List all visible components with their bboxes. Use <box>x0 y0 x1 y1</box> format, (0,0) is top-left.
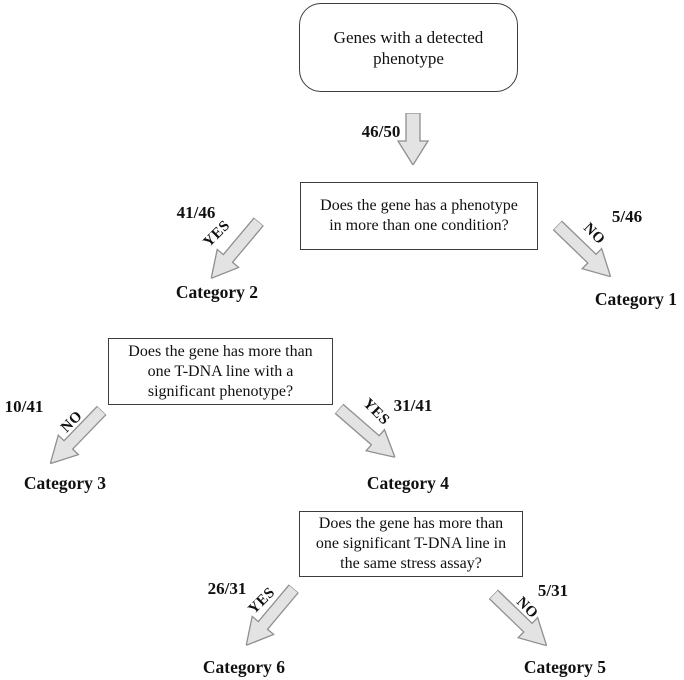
question-box-1: Does the gene has a phenotype in more th… <box>300 182 538 250</box>
branch-count: 41/46 <box>176 203 216 222</box>
branch-count: 5/46 <box>611 207 643 226</box>
category-label: Category 3 <box>23 473 107 493</box>
arrow-down-icon <box>396 113 430 165</box>
start-node-line: phenotype <box>373 48 444 68</box>
branch-count: 10/41 <box>4 397 44 416</box>
branch-count: 26/31 <box>207 579 247 598</box>
category-label: Category 2 <box>175 282 259 302</box>
question-line: one significant T-DNA line in <box>315 535 507 552</box>
question-box-2: Does the gene has more than one T-DNA li… <box>108 338 333 405</box>
question-line: Does the gene has more than <box>318 515 504 532</box>
question-box-3: Does the gene has more than one signific… <box>299 511 523 577</box>
root-flow-count: 46/50 <box>361 122 401 141</box>
start-node-line: Genes with a detected <box>333 27 484 47</box>
arrow-down-left-icon <box>40 400 113 474</box>
category-label: Category 5 <box>523 657 607 677</box>
arrow-down-right-icon <box>329 397 405 468</box>
question-line: Does the gene has more than <box>128 342 313 360</box>
category-label: Category 6 <box>202 657 286 677</box>
question-line: significant phenotype? <box>147 382 294 400</box>
start-node: Genes with a detected phenotype <box>299 3 518 92</box>
arrow-down-left-icon <box>200 212 271 288</box>
question-line: Does the gene has a phenotype <box>320 197 518 214</box>
question-line: in more than one condition? <box>329 217 509 234</box>
question-line: the same stress assay? <box>340 555 482 572</box>
category-label: Category 4 <box>366 473 450 493</box>
branch-count: 5/31 <box>537 581 569 600</box>
question-line: one T-DNA line with a <box>147 362 294 380</box>
arrow-down-left-icon <box>235 579 306 655</box>
branch-count: 31/41 <box>393 396 433 415</box>
arrow-down-right-icon <box>547 215 621 288</box>
arrow-down-right-icon <box>483 584 557 657</box>
category-label: Category 1 <box>594 289 678 309</box>
